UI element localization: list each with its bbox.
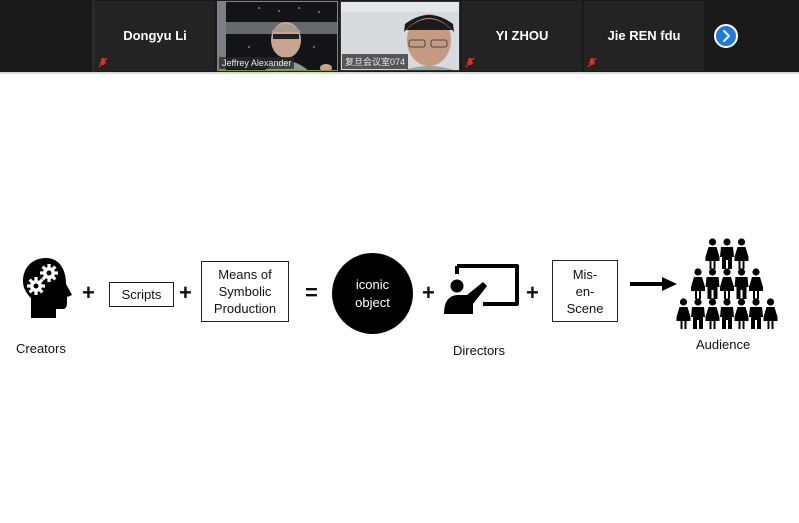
person-figure [734,268,749,299]
person-figure [749,298,763,329]
participant-tile-dongyu-li[interactable]: Dongyu Li [95,1,215,71]
box-line: Means of [218,267,272,282]
mise-en-scene-box: Mis- en- Scene [552,260,618,322]
person-figure [705,268,720,299]
participant-strip: Dongyu Li Jeffrey Alexander [0,0,799,72]
arrow-right-icon [630,277,677,291]
person-figure [705,298,720,329]
person-figure [734,298,749,329]
person-figure [705,238,720,269]
participant-name: 复旦会议室074 [342,54,409,69]
circle-line: object [355,294,390,310]
presenter-board-icon [444,264,519,314]
chevron-right-icon [723,30,730,42]
scripts-box: Scripts [109,282,174,307]
creators-label: Creators [16,341,66,356]
plus-sign: + [82,280,95,305]
audience-label: Audience [696,337,751,352]
mic-muted-icon [465,57,475,68]
person-figure [676,298,691,329]
person-figure [720,268,734,299]
circle-line: iconic [355,276,390,292]
person-figure [749,268,763,299]
box-line: Mis- [572,266,598,282]
participant-tile-fudan-room[interactable]: 复旦会议室074 [340,1,460,71]
participant-name: Jeffrey Alexander [219,57,295,69]
crowd-icon [676,238,778,329]
mic-muted-icon [587,57,597,68]
person-figure [691,298,705,329]
participant-name: Jie REN fdu [607,28,681,43]
participant-tile-yi-zhou[interactable]: YI ZHOU [462,1,582,71]
plus-sign: + [526,280,539,305]
plus-sign: + [422,280,435,305]
box-line: Production [213,301,277,316]
person-figure [720,298,734,329]
plus-sign: + [179,280,192,305]
participant-name: YI ZHOU [495,28,549,43]
person-figure [734,238,749,269]
mic-muted-icon [98,57,108,68]
participant-tile-jie-ren[interactable]: Jie REN fdu [584,1,704,71]
strip-edge [92,0,95,72]
directors-label: Directors [453,343,506,358]
participant-name: Dongyu Li [123,28,187,43]
head-gears-icon [23,258,72,318]
iconic-object-circle: iconic object [332,253,413,334]
means-of-symbolic-production-box: Means of Symbolic Production [201,261,289,322]
participant-tile-jeffrey-alexander[interactable]: Jeffrey Alexander [217,1,338,71]
equals-sign: = [305,280,318,305]
box-line: Symbolic [218,284,272,299]
box-line: en- [575,283,595,299]
box-line: Scene [566,300,604,316]
person-figure [691,268,705,299]
strip-divider [0,72,799,74]
person-figure [763,298,778,329]
next-page-button[interactable] [714,24,738,48]
person-figure [720,238,734,269]
